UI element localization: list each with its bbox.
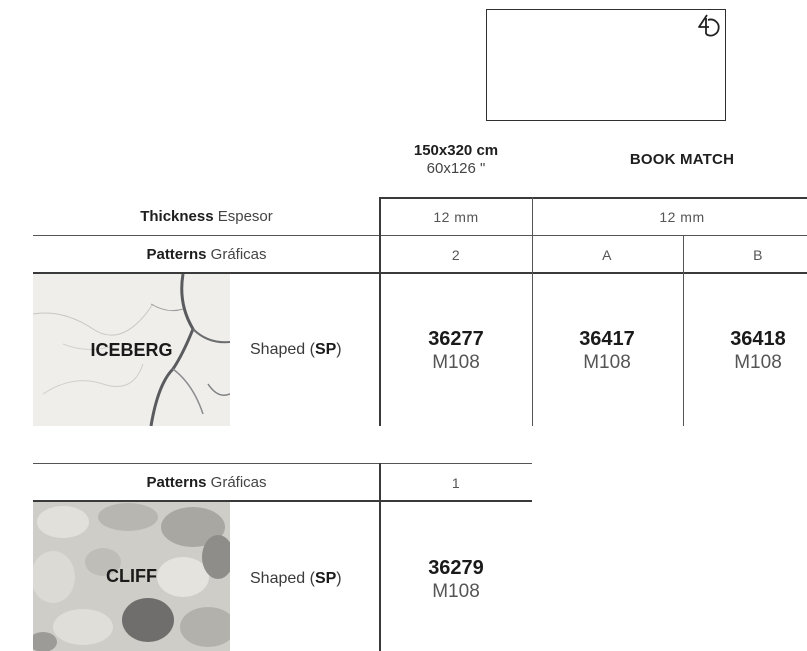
patterns-label: Patterns Gráficas (146, 246, 267, 263)
iceberg-name: ICEBERG (90, 339, 173, 360)
table2-body-border (33, 500, 532, 502)
cliff-thumbnail: CLIFF (33, 502, 230, 651)
table2-top-border (33, 463, 532, 464)
cliff-shaped-label: Shaped (SP) (250, 570, 342, 587)
cliff-code-36279: 36279 M108 (428, 557, 484, 602)
thickness-label: Thickness Espesor (140, 208, 273, 225)
iceberg-thumbnail: ICEBERG (33, 274, 230, 426)
table2-patterns-label: Patterns Gráficas (146, 474, 267, 491)
iceberg-code-36417: 36417 M108 (579, 328, 635, 373)
cliff-stone-image (33, 502, 230, 651)
table1-col-divider-book (532, 197, 533, 426)
size-header: 150x320 cm 60x126 " (380, 142, 532, 178)
thickness-value-single: 12 mm (433, 209, 479, 225)
size-metric: 150x320 cm (413, 142, 499, 159)
iceberg-code-36418: 36418 M108 (730, 328, 786, 373)
rotation-4-icon (698, 14, 720, 37)
iceberg-marble-image (33, 274, 230, 426)
cliff-name: CLIFF (106, 566, 157, 586)
table1-body-border (33, 272, 807, 274)
slab-diagram (486, 9, 726, 121)
table2-pattern-value-1: 1 (451, 475, 461, 491)
size-imperial: 60x126 " (426, 160, 486, 177)
table1-top-border (380, 197, 807, 199)
iceberg-code-36277: 36277 M108 (428, 328, 484, 373)
pattern-value-b: B (753, 247, 763, 263)
table2-col-divider (379, 463, 381, 651)
table1-col-divider-ab (683, 235, 684, 426)
table1-row-divider (33, 235, 807, 236)
table1-col-divider-main (379, 197, 381, 426)
iceberg-shaped-label: Shaped (SP) (250, 341, 342, 358)
book-match-header: BOOK MATCH (629, 151, 735, 168)
thickness-value-bookmatch: 12 mm (659, 209, 705, 225)
pattern-value-2: 2 (451, 247, 461, 263)
pattern-value-a: A (602, 247, 612, 263)
